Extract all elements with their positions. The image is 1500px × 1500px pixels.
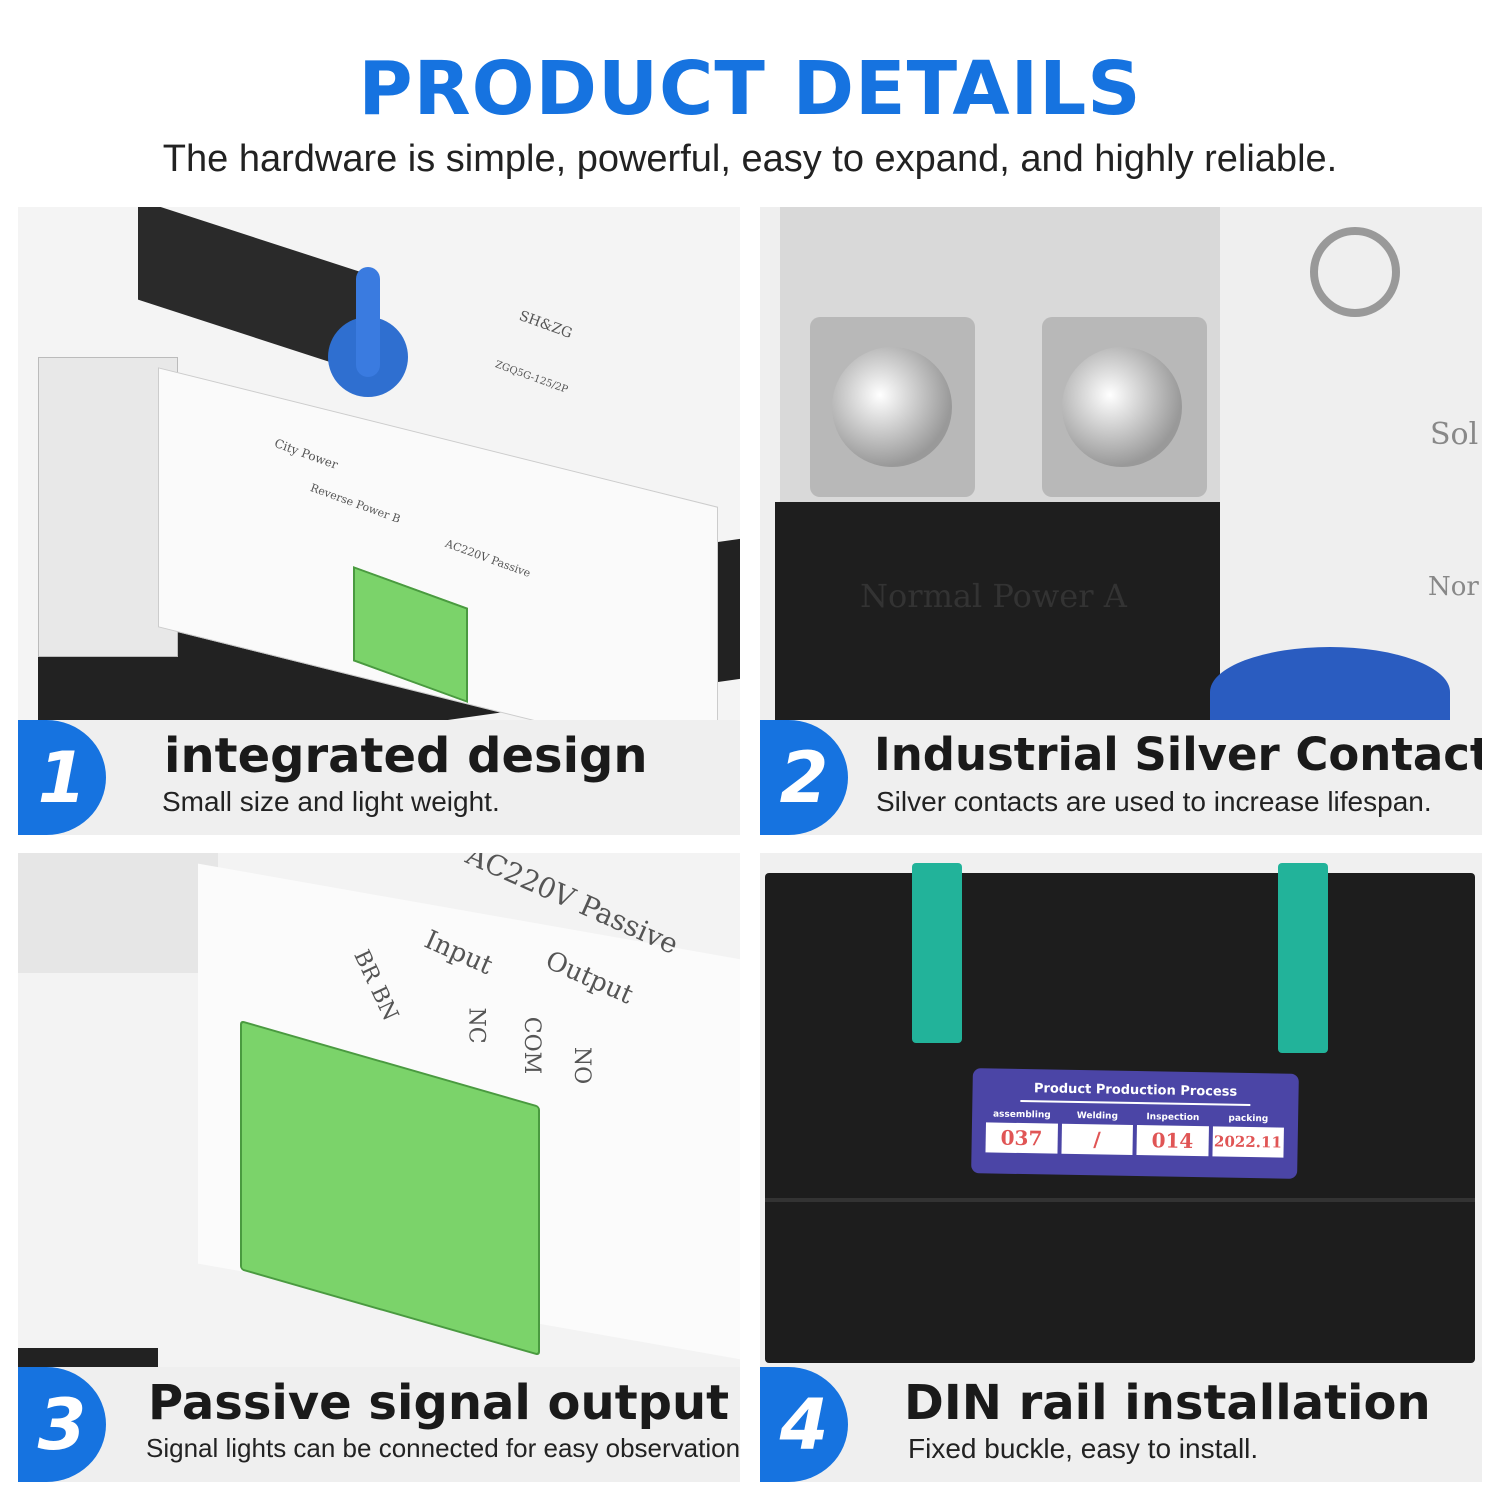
normal-power-label: Normal Power A [860, 577, 1127, 615]
product-photo-signal: AC220V Passive Input Output BR BN NC COM… [18, 853, 740, 1367]
feature-caption-4: 4 DIN rail installation Fixed buckle, ea… [760, 1367, 1482, 1482]
terminal-label-no: NO [569, 1046, 595, 1085]
page-subtitle: The hardware is simple, powerful, easy t… [162, 138, 1338, 180]
feature-number-badge: 2 [760, 720, 848, 835]
feature-number-badge: 4 [760, 1367, 848, 1482]
product-photo-integrated: SH&ZG ZGQ5G-125/2P City Power Reverse Po… [18, 207, 740, 720]
terminal-label-nc: NC [463, 1007, 489, 1044]
feature-panel-3: AC220V Passive Input Output BR BN NC COM… [18, 853, 740, 1482]
feature-panel-1: SH&ZG ZGQ5G-125/2P City Power Reverse Po… [18, 207, 740, 835]
feature-panel-2: Normal Power A Sol Nor 2 Industrial Silv… [760, 207, 1482, 835]
brand-label: SH&ZG [516, 308, 575, 342]
feature-description: Small size and light weight. [162, 786, 500, 817]
feature-number-badge: 1 [18, 720, 106, 835]
feature-caption-3: 3 Passive signal output Signal lights ca… [18, 1367, 740, 1482]
production-label-title: Product Production Process [1033, 1081, 1238, 1100]
feature-description: Fixed buckle, easy to install. [908, 1433, 1259, 1464]
feature-description: Silver contacts are used to increase lif… [876, 786, 1432, 817]
feature-title: Industrial Silver Contacts [874, 728, 1482, 781]
model-label: ZGQ5G-125/2P [493, 359, 570, 396]
production-step: Welding/ [1060, 1111, 1133, 1155]
product-photo-contacts: Normal Power A Sol Nor [760, 207, 1482, 720]
feature-title: integrated design [164, 728, 648, 784]
feature-description: Signal lights can be connected for easy … [146, 1433, 740, 1463]
feature-caption-2: 2 Industrial Silver Contacts Silver cont… [760, 720, 1482, 835]
terminal-label-com: COM [519, 1016, 545, 1075]
solar-label: Sol [1430, 417, 1479, 452]
feature-title: Passive signal output [148, 1375, 730, 1431]
feature-caption-1: 1 integrated design Small size and light… [18, 720, 740, 835]
feature-title: DIN rail installation [904, 1375, 1431, 1431]
page-title: PRODUCT DETAILS [358, 46, 1142, 132]
feature-number-badge: 3 [18, 1367, 106, 1482]
nor-label: Nor [1428, 572, 1479, 602]
